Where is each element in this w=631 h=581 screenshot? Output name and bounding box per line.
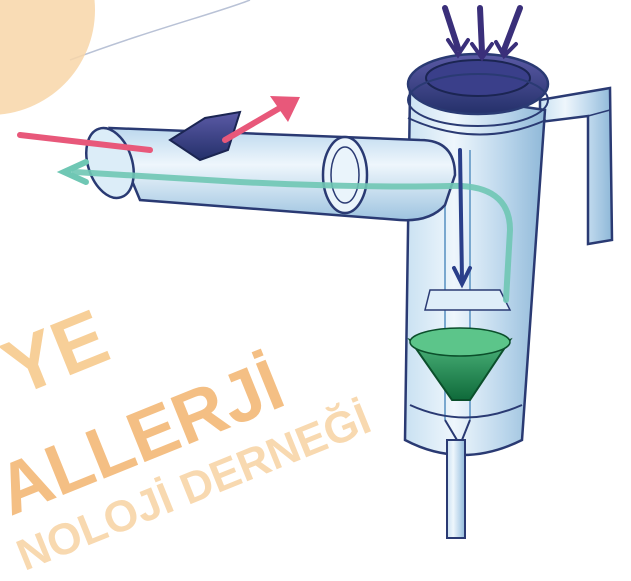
mouthpiece <box>78 112 455 220</box>
watermark-logo-arc <box>0 0 95 115</box>
decor-line <box>70 0 250 60</box>
nebulizer-chamber <box>405 54 548 538</box>
handle <box>540 88 612 244</box>
inflow-arrows-icon <box>445 8 520 58</box>
